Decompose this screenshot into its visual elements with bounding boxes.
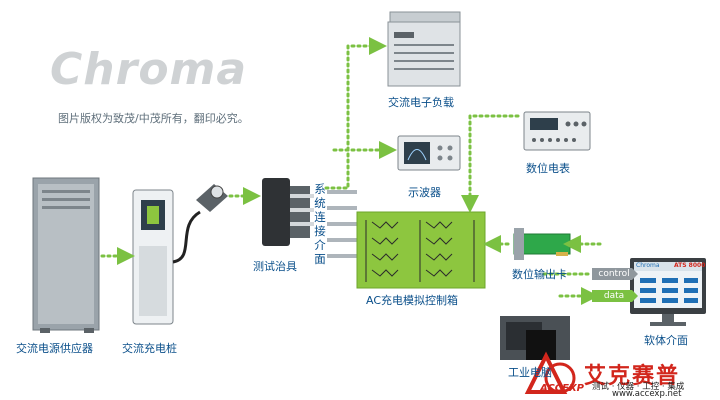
label-electronic-load: 交流电子负载 <box>388 96 454 109</box>
watermark-url: www.accexp.net <box>612 389 682 399</box>
label-digital-output-card: 数位输出卡 <box>512 268 567 281</box>
copyright-notice: 图片版权为致茂/中茂所有，翻印必究。 <box>58 112 249 125</box>
label-charging-pile: 交流充电桩 <box>122 342 177 355</box>
label-software-interface: 软体介面 <box>644 334 688 347</box>
control-data-pills <box>592 268 638 302</box>
simulation-box-graphic <box>356 211 486 289</box>
screen-header-logo: Chroma <box>636 262 660 269</box>
test-fixture-graphic <box>262 178 314 246</box>
watermark-title: 艾克赛普 <box>584 364 681 389</box>
watermark-logo: ACCEXP <box>524 351 585 394</box>
label-simulation-box: AC充电模拟控制箱 <box>366 294 459 307</box>
label-power-supply: 交流电源供应器 <box>16 342 93 355</box>
oscilloscope-graphic <box>397 135 461 171</box>
industrial-pc-graphic <box>500 316 570 360</box>
screen-header-product: ATS 8000 <box>674 262 706 269</box>
label-test-fixture: 测试治具 <box>253 260 297 273</box>
monitor-graphic <box>630 258 706 326</box>
label-industrial-pc: 工业电脑 <box>508 366 552 379</box>
link-control-label: control <box>598 269 630 279</box>
interface-bars <box>327 190 357 258</box>
label-system-interface: 系统连接介面 <box>314 182 326 266</box>
power-supply-cabinet <box>32 177 100 333</box>
link-data-label: data <box>603 291 625 301</box>
watermark-subtitle: 测试 · 仪器 · 工控 · 集成 <box>592 382 685 392</box>
charging-plug <box>196 184 228 212</box>
multimeter-graphic <box>523 111 591 151</box>
brand-logo: Chroma <box>50 44 248 95</box>
charging-pile-graphic <box>132 189 201 325</box>
watermark-badge-text: ACCEXP <box>539 383 585 394</box>
electronic-load-graphic <box>387 11 461 87</box>
flow-arrows <box>100 37 602 305</box>
label-multimeter: 数位电表 <box>526 162 570 175</box>
digital-output-card-graphic <box>513 228 571 260</box>
label-oscilloscope: 示波器 <box>408 186 441 199</box>
